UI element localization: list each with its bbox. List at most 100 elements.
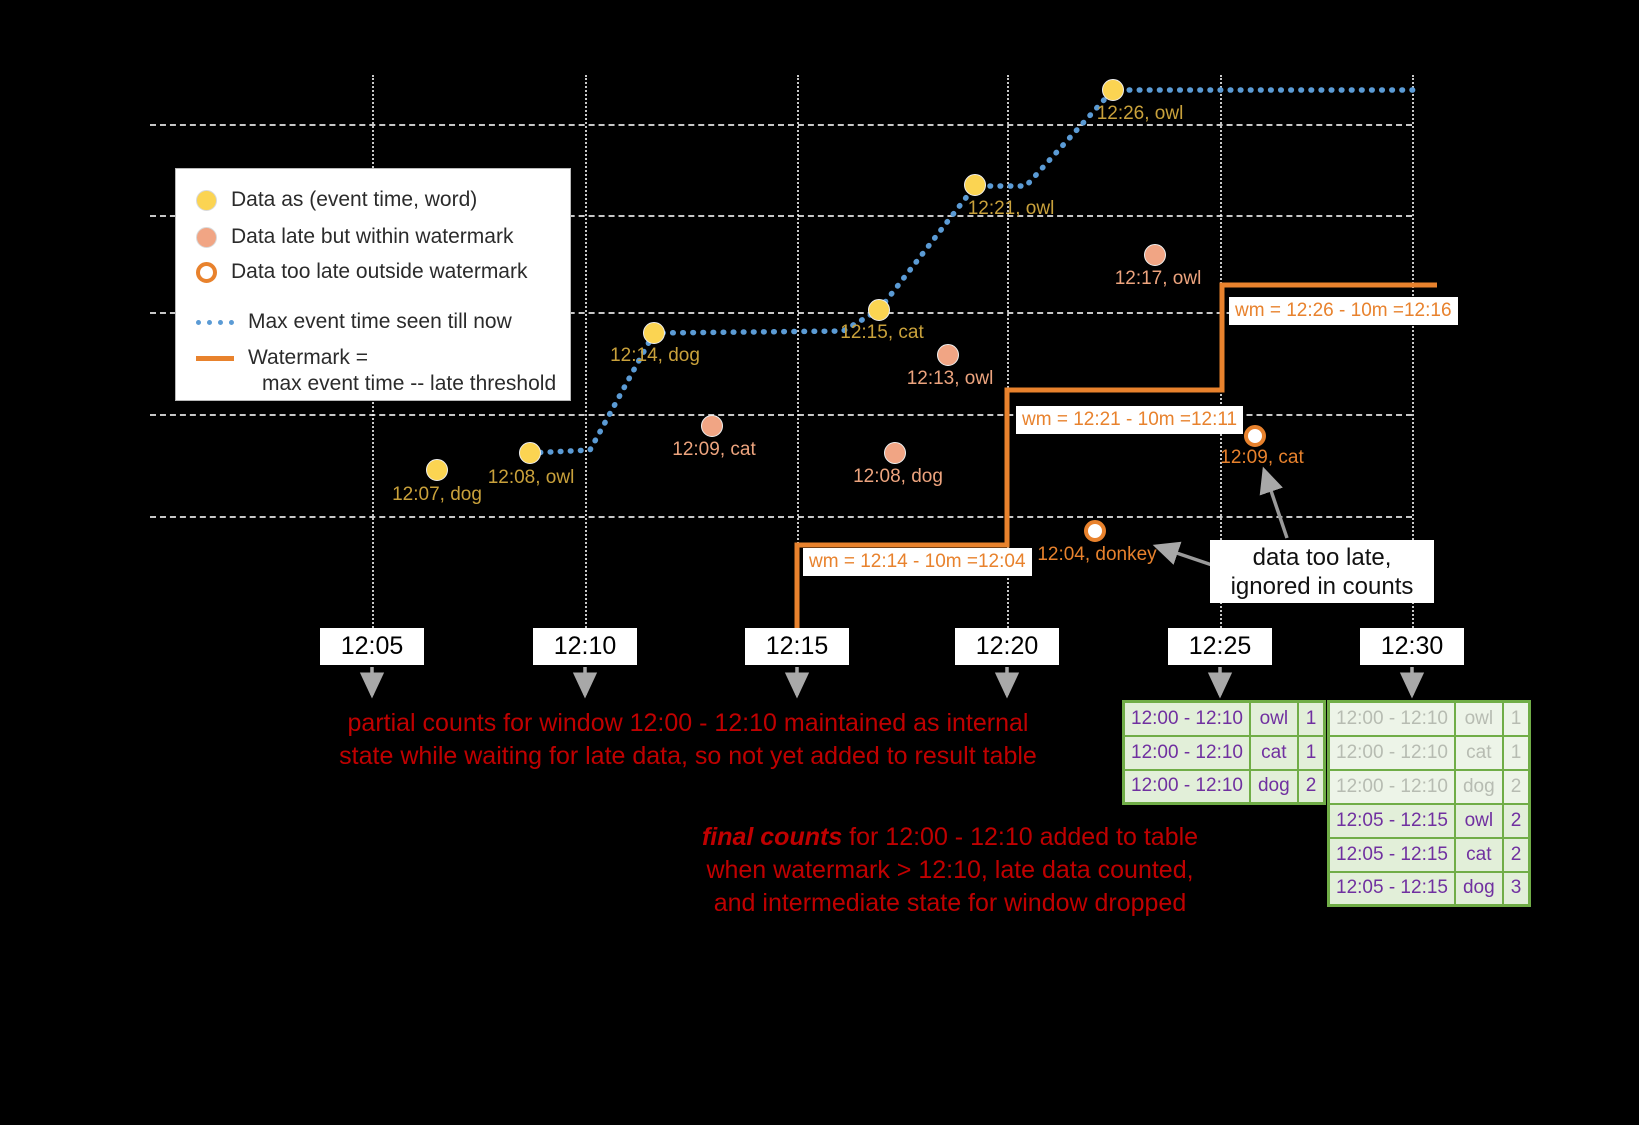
- count-cell: 2: [1501, 768, 1531, 805]
- data-point-label: 12:13, owl: [906, 368, 994, 389]
- legend-late-dot-icon: [196, 226, 217, 248]
- legend-too-late-dot-icon: [196, 261, 217, 283]
- gridline-horizontal: [150, 312, 1412, 314]
- too-late-arrow: [1259, 466, 1289, 539]
- legend-watermark-label-line1: Watermark =: [248, 346, 368, 369]
- data-point-label: 12:14, dog: [610, 345, 700, 366]
- data-point-on-time: [868, 299, 890, 321]
- count-cell: 2: [1501, 802, 1531, 839]
- final-counts-emphasis: final counts: [701, 823, 843, 851]
- gridline-horizontal: [150, 124, 1412, 126]
- word-cell: owl: [1453, 700, 1504, 737]
- legend: Data as (event time, word) Data late but…: [175, 168, 571, 401]
- data-point-too-late: [1084, 520, 1106, 542]
- data-point-on-time: [426, 459, 448, 481]
- window-cell: 12:00 - 12:10: [1327, 734, 1456, 771]
- count-cell: 2: [1296, 768, 1326, 805]
- data-point-on-time: [964, 174, 986, 196]
- window-cell: 12:05 - 12:15: [1327, 802, 1456, 839]
- max-event-time-line: [527, 87, 1423, 456]
- data-point-late: [884, 442, 906, 464]
- table-row-faded: 12:00 - 12:10 owl 1: [1327, 700, 1531, 737]
- window-cell: 12:00 - 12:10: [1327, 700, 1456, 737]
- too-late-callout: data too late, ignored in counts: [1210, 540, 1434, 603]
- table-row: 12:05 - 12:15 cat 2: [1327, 836, 1531, 873]
- final-counts-line2: when watermark > 12:10, late data counte…: [706, 856, 1194, 884]
- data-point-label: 12:09, cat: [672, 439, 756, 460]
- word-cell: dog: [1453, 870, 1504, 907]
- table-row: 12:00 - 12:10 owl 1: [1122, 700, 1326, 737]
- data-point-late: [1144, 244, 1166, 266]
- window-cell: 12:00 - 12:10: [1327, 768, 1456, 805]
- too-late-callout-line1: data too late,: [1252, 543, 1392, 571]
- data-point-label: 12:08, dog: [853, 466, 943, 487]
- final-counts-line3: and intermediate state for window droppe…: [713, 889, 1187, 917]
- table-row-faded: 12:00 - 12:10 cat 1: [1327, 734, 1531, 771]
- window-cell: 12:05 - 12:15: [1327, 836, 1456, 873]
- axis-tick-12-10: 12:10: [533, 628, 637, 665]
- data-point-label: 12:07, dog: [392, 484, 482, 505]
- word-cell: owl: [1248, 700, 1299, 737]
- partial-counts-note: partial counts for window 12:00 - 12:10 …: [328, 707, 1048, 773]
- legend-late-label: Data late but within watermark: [231, 225, 514, 248]
- gridline-horizontal: [150, 414, 1412, 416]
- axis-tick-12-15: 12:15: [745, 628, 849, 665]
- watermark-label-3: wm = 12:26 - 10m =12:16: [1229, 297, 1458, 325]
- count-cell: 1: [1296, 700, 1326, 737]
- count-cell: 1: [1296, 734, 1326, 771]
- word-cell: cat: [1453, 734, 1504, 771]
- window-cell: 12:00 - 12:10: [1122, 700, 1251, 737]
- gridline-horizontal: [150, 516, 1412, 518]
- data-point-label: 12:04, donkey: [1037, 544, 1157, 565]
- axis-tick-12-25: 12:25: [1168, 628, 1272, 665]
- gridline-vertical: [1007, 75, 1009, 628]
- too-late-callout-line2: ignored in counts: [1230, 572, 1414, 600]
- window-cell: 12:05 - 12:15: [1327, 870, 1456, 907]
- data-point-late: [701, 415, 723, 437]
- count-cell: 3: [1501, 870, 1531, 907]
- legend-too-late-label: Data too late outside watermark: [231, 260, 528, 283]
- count-cell: 1: [1501, 734, 1531, 771]
- word-cell: owl: [1453, 802, 1504, 839]
- axis-tick-12-05: 12:05: [320, 628, 424, 665]
- partial-counts-line1: partial counts for window 12:00 - 12:10 …: [347, 709, 1029, 737]
- data-point-label: 12:17, owl: [1114, 268, 1202, 289]
- final-counts-line1: final counts for 12:00 - 12:10 added to …: [698, 821, 1202, 854]
- watermark-label-2: wm = 12:21 - 10m =12:11: [1016, 406, 1244, 434]
- watermark-label-1: wm = 12:14 - 10m =12:04: [803, 548, 1032, 576]
- result-table-12-25: 12:00 - 12:10 owl 1 12:00 - 12:10 cat 1 …: [1122, 700, 1327, 805]
- count-cell: 1: [1501, 700, 1531, 737]
- table-row: 12:05 - 12:15 owl 2: [1327, 802, 1531, 839]
- data-point-label: 12:15, cat: [840, 322, 924, 343]
- table-row-faded: 12:00 - 12:10 dog 2: [1327, 768, 1531, 805]
- legend-watermark-label-line2: max event time -- late threshold: [262, 372, 557, 395]
- legend-watermark-line-sample: [196, 355, 234, 361]
- data-point-late: [937, 344, 959, 366]
- window-cell: 12:00 - 12:10: [1122, 734, 1251, 771]
- final-counts-note: final counts for 12:00 - 12:10 added to …: [698, 821, 1202, 920]
- result-table-12-30: 12:00 - 12:10 owl 1 12:00 - 12:10 cat 1 …: [1327, 700, 1532, 907]
- legend-max-event-label: Max event time seen till now: [248, 310, 512, 333]
- data-point-label: 12:26, owl: [1096, 103, 1184, 124]
- axis-tick-12-20: 12:20: [955, 628, 1059, 665]
- data-point-on-time: [643, 322, 665, 344]
- table-row: 12:00 - 12:10 dog 2: [1122, 768, 1326, 805]
- data-point-on-time: [1102, 79, 1124, 101]
- watermark-step-line: [794, 282, 1437, 650]
- final-counts-line1-rest: for 12:00 - 12:10 added to table: [842, 823, 1199, 851]
- table-row: 12:00 - 12:10 cat 1: [1122, 734, 1326, 771]
- gridline-vertical: [1412, 75, 1414, 628]
- gridline-vertical: [797, 75, 799, 628]
- word-cell: dog: [1248, 768, 1299, 805]
- axis-arrows: [359, 667, 1425, 699]
- legend-on-time-label: Data as (event time, word): [231, 188, 478, 211]
- too-late-arrow: [1152, 541, 1213, 567]
- window-cell: 12:00 - 12:10: [1122, 768, 1251, 805]
- axis-tick-12-30: 12:30: [1360, 628, 1464, 665]
- table-row: 12:05 - 12:15 dog 3: [1327, 870, 1531, 907]
- data-point-too-late: [1244, 425, 1266, 447]
- gridline-horizontal: [150, 215, 1412, 217]
- word-cell: cat: [1248, 734, 1299, 771]
- data-point-label: 12:08, owl: [487, 467, 575, 488]
